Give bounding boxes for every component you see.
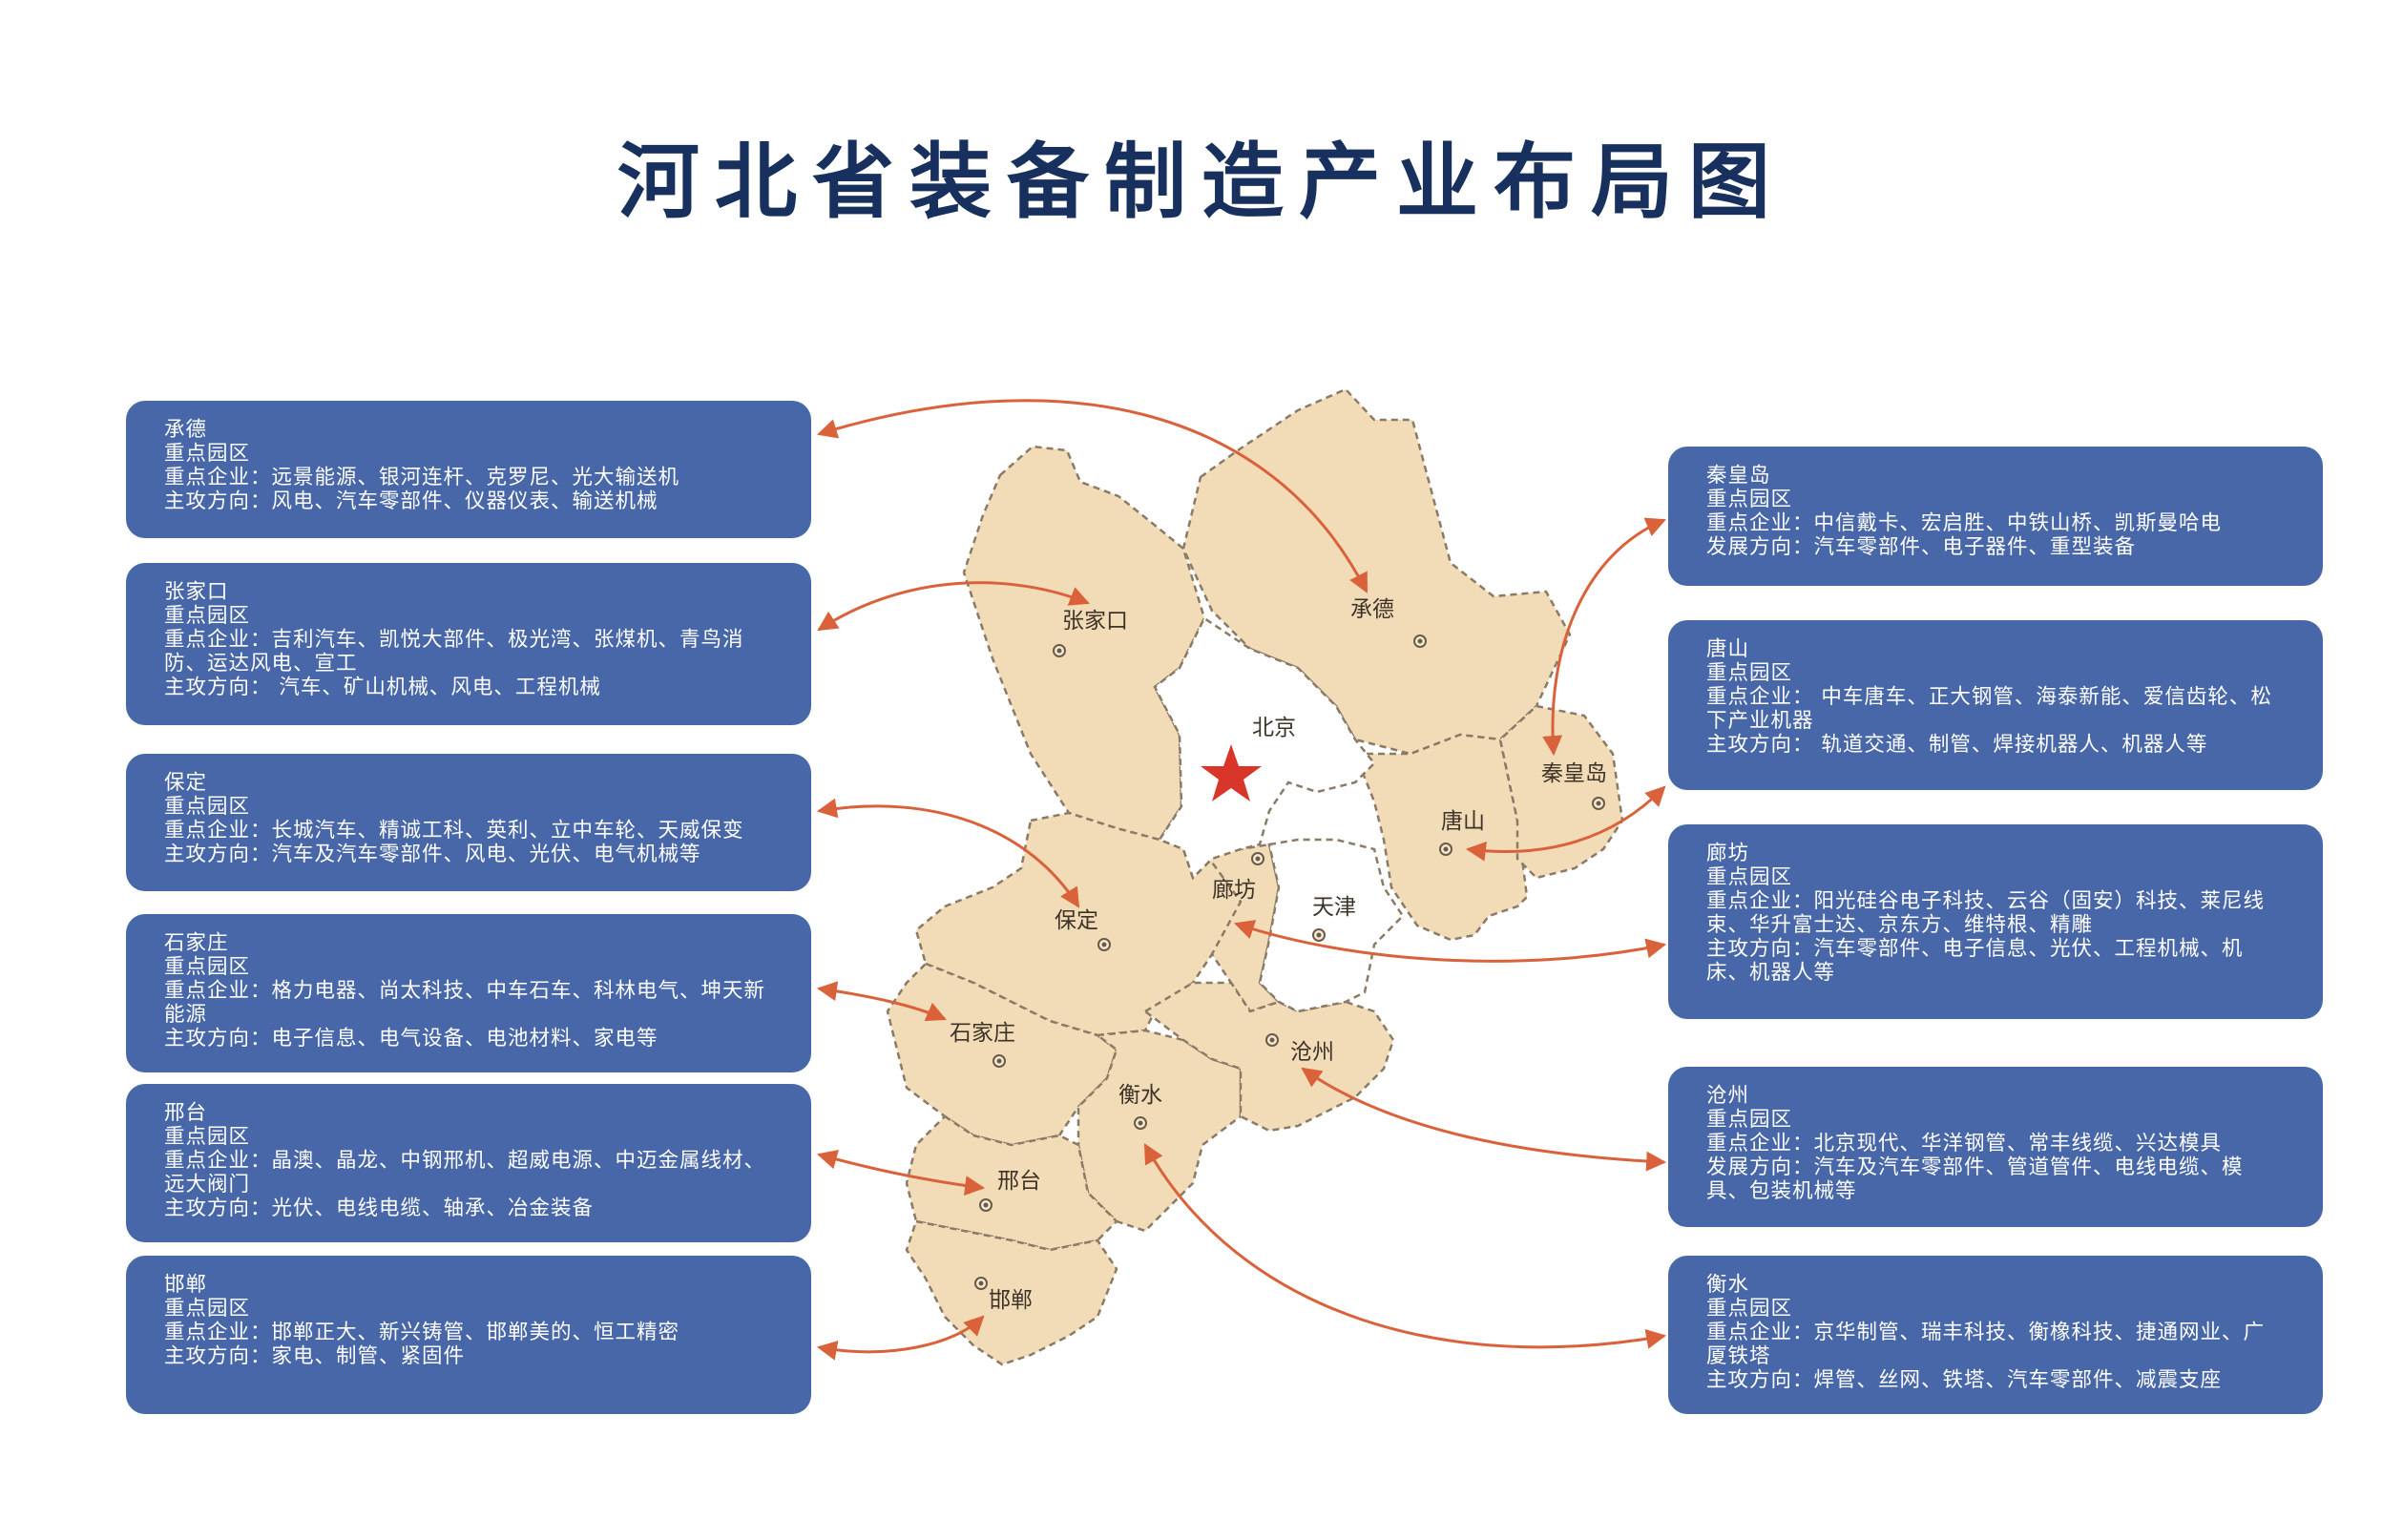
panel-park: 重点园区 [164,955,251,979]
arrow-tangshan [1465,785,1666,862]
map-label-tangshan: 唐山 [1441,809,1485,834]
map-label-hengshui: 衡水 [1118,1083,1162,1108]
panel-direction: 发展方向：汽车零部件、电子器件、重型装备 [1706,535,2137,559]
panel-direction: 主攻方向： 轨道交通、制管、焊接机器人、机器人等 [1706,733,2208,757]
panel-cangzhou: 沧州 重点园区 重点企业：北京现代、华洋钢管、常丰线缆、兴达模具 发展方向：汽车… [1668,1067,2323,1227]
panel-park: 重点园区 [164,442,251,466]
panel-city: 唐山 [1706,637,1750,661]
map-label-tianjin: 天津 [1312,895,1356,920]
panel-enterprises: 重点企业：远景能源、银河连杆、克罗尼、光大输送机 [164,466,680,489]
panel-enterprises: 重点企业：北京现代、华洋钢管、常丰线缆、兴达模具 [1706,1132,2223,1155]
panel-direction: 主攻方向：风电、汽车零部件、仪器仪表、输送机械 [164,489,658,513]
panel-tangshan: 唐山 重点园区 重点企业： 中车唐车、正大钢管、海泰新能、爱信齿轮、松下产业机器… [1668,620,2323,790]
panel-city: 邯郸 [164,1273,208,1297]
panel-park: 重点园区 [164,604,251,628]
arrow-qinhuangdao [1542,517,1666,757]
panel-qinhuangdao: 秦皇岛 重点园区 重点企业：中信戴卡、宏启胜、中铁山桥、凯斯曼哈电 发展方向：汽… [1668,447,2323,586]
panel-enterprises: 重点企业： 中车唐车、正大钢管、海泰新能、爱信齿轮、松下产业机器 [1706,685,2272,733]
panel-direction: 主攻方向：汽车及汽车零部件、风电、光伏、电气机械等 [164,843,701,866]
map-label-xingtai: 邢台 [997,1169,1041,1194]
beijing-star-icon [1201,744,1262,801]
panel-city: 衡水 [1706,1273,1750,1297]
panel-city: 石家庄 [164,931,229,955]
panel-city: 廊坊 [1706,842,1750,865]
map-label-langfang: 廊坊 [1212,878,1256,903]
panel-park: 重点园区 [1706,1108,1793,1132]
panel-enterprises: 重点企业：晶澳、晶龙、中钢邢机、超威电源、中迈金属线材、远大阀门 [164,1149,766,1197]
arrow-shijiazhuang [816,981,947,1022]
panel-city: 邢台 [164,1101,208,1125]
panel-park: 重点园区 [1706,1297,1793,1321]
panel-city: 沧州 [1706,1084,1750,1108]
panel-direction: 主攻方向：光伏、电线电缆、轴承、冶金装备 [164,1197,595,1220]
panel-enterprises: 重点企业：格力电器、尚太科技、中车石车、科林电气、坤天新能源 [164,979,766,1027]
panel-park: 重点园区 [164,795,251,819]
panel-direction: 主攻方向：焊管、丝网、铁塔、汽车零部件、减震支座 [1706,1368,2223,1392]
panel-park: 重点园区 [1706,865,1793,889]
panel-park: 重点园区 [1706,661,1793,685]
panel-enterprises: 重点企业：吉利汽车、凯悦大部件、极光湾、张煤机、青鸟消防、运达风电、宣工 [164,628,744,676]
map-label-beijing: 北京 [1252,716,1296,740]
arrow-hengshui [1143,1143,1667,1349]
region-beijing [1153,616,1376,881]
panel-enterprises: 重点企业：长城汽车、精诚工科、英利、立中车轮、天威保变 [164,819,744,843]
map-title: 河北省装备制造产业布局图 [617,134,1786,230]
panel-xingtai: 邢台 重点园区 重点企业：晶澳、晶龙、中钢邢机、超威电源、中迈金属线材、远大阀门… [126,1084,811,1242]
panel-langfang: 廊坊 重点园区 重点企业：阳光硅谷电子科技、云谷（固安）科技、莱尼线束、华升富士… [1668,824,2323,1019]
arrow-chengde [816,399,1369,593]
panel-enterprises: 重点企业：阳光硅谷电子科技、云谷（固安）科技、莱尼线束、华升富士达、京东方、维特… [1706,889,2266,937]
panel-direction: 主攻方向：汽车零部件、电子信息、光伏、工程机械、机床、机器人等 [1706,937,2244,985]
panel-direction: 主攻方向：家电、制管、紧固件 [164,1344,466,1368]
map-label-cangzhou: 沧州 [1290,1040,1334,1065]
panel-zhangjiakou: 张家口 重点园区 重点企业：吉利汽车、凯悦大部件、极光湾、张煤机、青鸟消防、运达… [126,563,811,725]
panel-city: 张家口 [164,580,229,604]
map-label-qinhuangdao: 秦皇岛 [1541,761,1607,786]
panel-enterprises: 重点企业：中信戴卡、宏启胜、中铁山桥、凯斯曼哈电 [1706,511,2223,535]
panel-enterprises: 重点企业：邯郸正大、新兴铸管、邯郸美的、恒工精密 [164,1321,680,1344]
panel-city: 承德 [164,418,208,442]
arrow-handan [816,1315,985,1361]
region-zhangjiakou [962,445,1206,842]
map-label-chengde: 承德 [1350,597,1394,622]
panel-direction: 主攻方向：电子信息、电气设备、电池材料、家电等 [164,1027,658,1051]
panel-chengde: 承德 重点园区 重点企业：远景能源、银河连杆、克罗尼、光大输送机 主攻方向：风电… [126,401,811,538]
panel-baoding: 保定 重点园区 重点企业：长城汽车、精诚工科、英利、立中车轮、天威保变 主攻方向… [126,754,811,891]
map-label-baoding: 保定 [1055,908,1098,933]
arrow-zhangjiakou [817,581,1090,632]
panel-shijiazhuang: 石家庄 重点园区 重点企业：格力电器、尚太科技、中车石车、科林电气、坤天新能源 … [126,914,811,1072]
panel-handan: 邯郸 重点园区 重点企业：邯郸正大、新兴铸管、邯郸美的、恒工精密 主攻方向：家电… [126,1256,811,1414]
panel-park: 重点园区 [164,1125,251,1149]
panel-direction: 发展方向：汽车及汽车零部件、管道管件、电线电缆、模具、包装机械等 [1706,1155,2244,1203]
panel-city: 秦皇岛 [1706,464,1771,488]
arrow-baoding [816,798,1080,908]
panel-enterprises: 重点企业：京华制管、瑞丰科技、衡橡科技、捷通网业、广厦铁塔 [1706,1321,2266,1368]
panel-direction: 主攻方向： 汽车、矿山机械、风电、工程机械 [164,676,601,699]
panel-park: 重点园区 [1706,488,1793,511]
panel-city: 保定 [164,771,208,795]
arrow-langfang [1234,920,1667,963]
map-label-zhangjiakou: 张家口 [1062,609,1128,634]
region-tianjin [1258,838,1405,1013]
arrow-xingtai [816,1149,986,1197]
map-label-handan: 邯郸 [989,1288,1033,1313]
panel-park: 重点园区 [164,1297,251,1321]
panel-hengshui: 衡水 重点园区 重点企业：京华制管、瑞丰科技、衡橡科技、捷通网业、广厦铁塔 主攻… [1668,1256,2323,1414]
map-label-shijiazhuang: 石家庄 [950,1021,1015,1046]
